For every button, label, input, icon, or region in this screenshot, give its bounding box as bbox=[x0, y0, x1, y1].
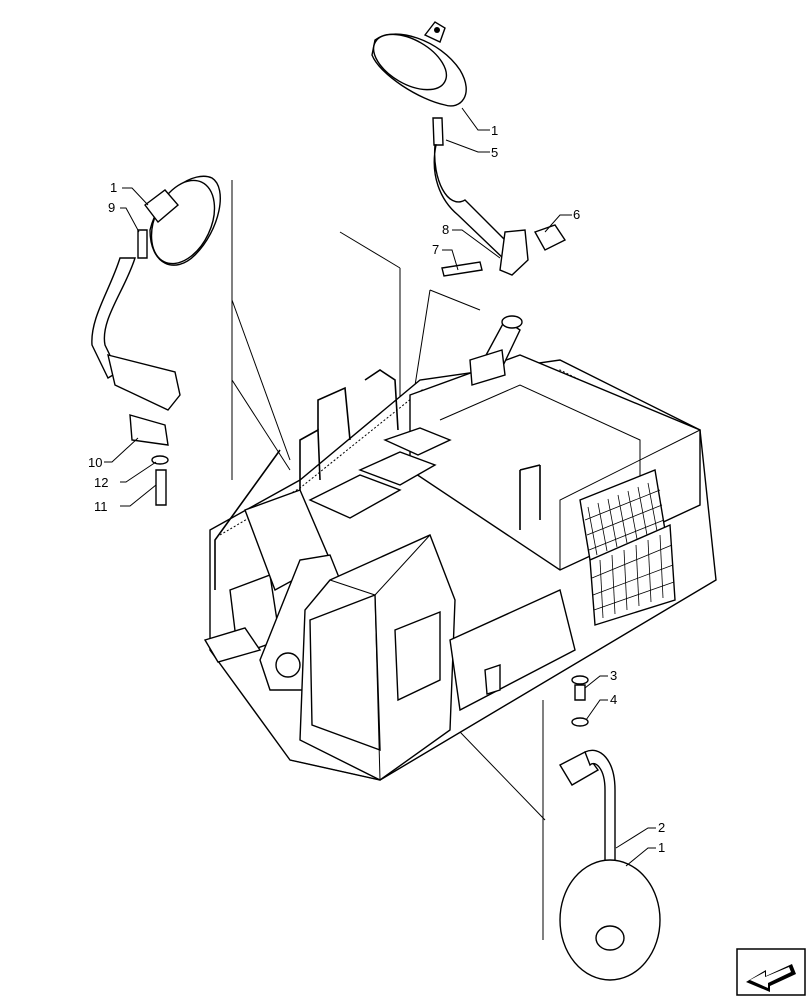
mirror-assembly-left bbox=[91, 175, 221, 506]
callout-labels: 1 5 6 8 7 1 9 10 12 11 3 4 2 1 bbox=[88, 123, 665, 855]
callout-leaders bbox=[104, 107, 656, 867]
callout-label: 1 bbox=[658, 840, 665, 855]
callout-label: 3 bbox=[610, 668, 617, 683]
callout-label: 10 bbox=[88, 455, 102, 470]
callout-label: 1 bbox=[110, 180, 117, 195]
next-page-arrow-icon[interactable] bbox=[736, 948, 806, 996]
callout-label: 1 bbox=[491, 123, 498, 138]
excavator-body bbox=[203, 180, 717, 940]
callout-label: 6 bbox=[573, 207, 580, 222]
mirror-assembly-right-bottom bbox=[559, 675, 661, 981]
mirror-assembly-right-top bbox=[371, 21, 567, 277]
callout-label: 2 bbox=[658, 820, 665, 835]
callout-label: 4 bbox=[610, 692, 617, 707]
callout-label: 12 bbox=[94, 475, 108, 490]
callout-label: 8 bbox=[442, 222, 449, 237]
callout-label: 5 bbox=[491, 145, 498, 160]
callout-label: 7 bbox=[432, 242, 439, 257]
callout-label: 9 bbox=[108, 200, 115, 215]
callout-label: 11 bbox=[94, 499, 108, 514]
